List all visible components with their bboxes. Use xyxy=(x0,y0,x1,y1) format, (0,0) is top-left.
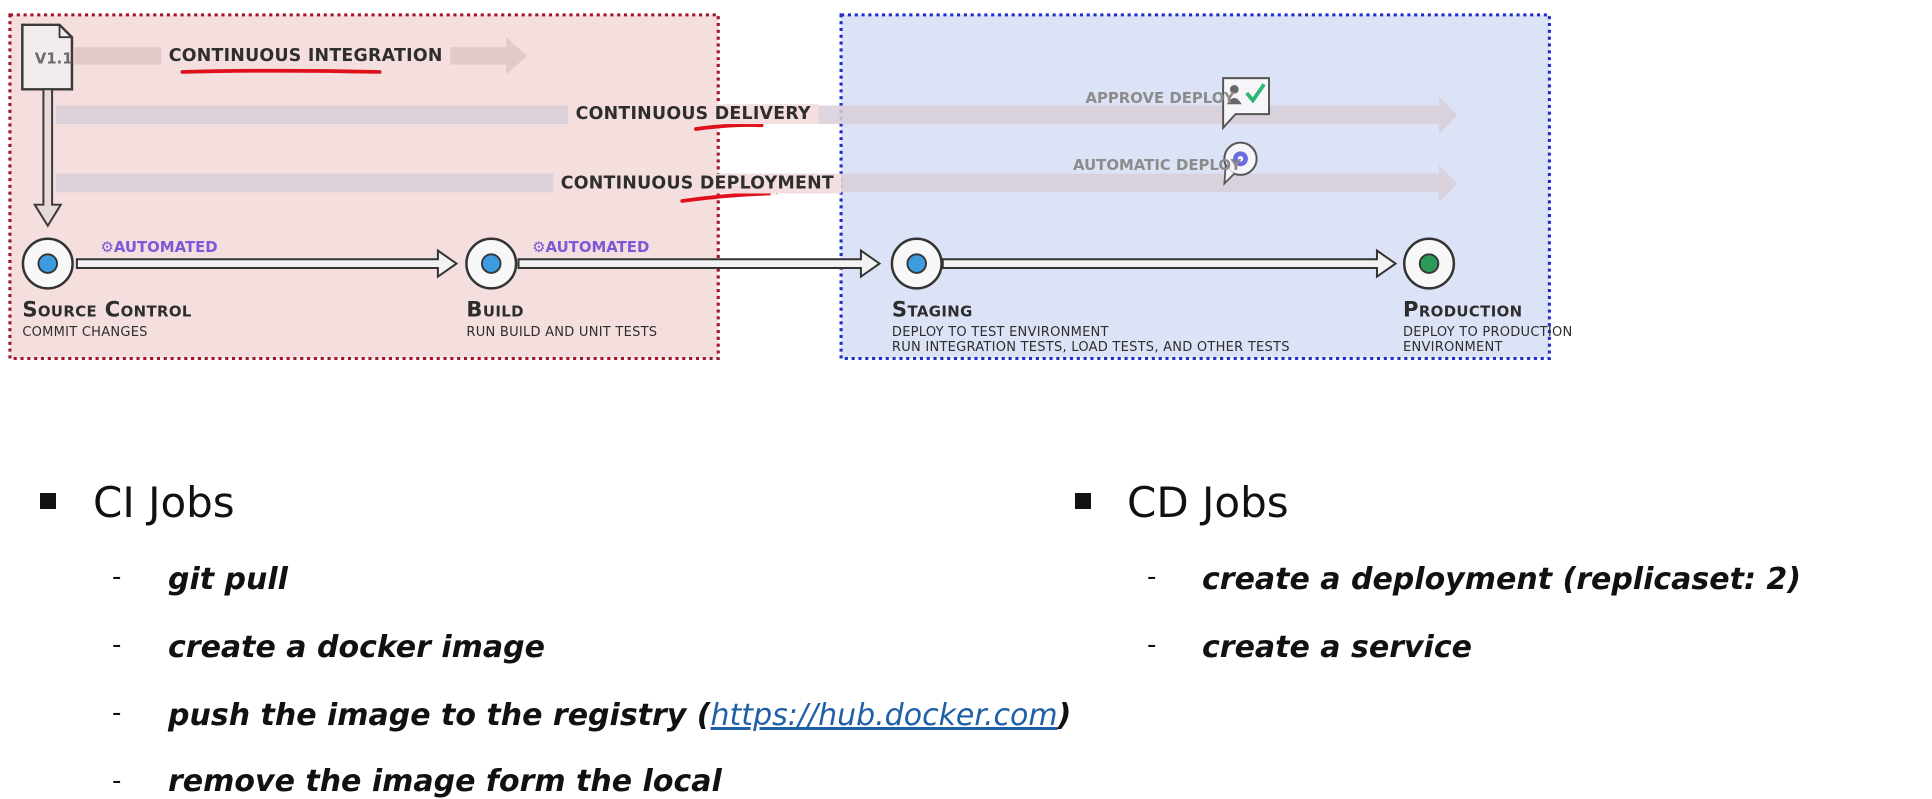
node-production xyxy=(1403,237,1456,290)
stage-staging-name: Staging xyxy=(891,297,973,323)
stage-production-desc-1: DEPLOY TO PRODUCTION xyxy=(1403,325,1573,340)
annotation-delivery xyxy=(694,123,764,131)
automated-label-source: ⚙AUTOMATED xyxy=(100,238,218,256)
approve-deploy-icon xyxy=(1222,77,1271,131)
annotation-ci xyxy=(180,68,382,74)
ci-job-item-registry: push the image to the registry (https://… xyxy=(168,698,1071,733)
ci-job-item: create a docker image xyxy=(168,630,545,665)
ci-job-text-suffix: ) xyxy=(1057,698,1072,733)
stage-source-control-desc: COMMIT CHANGES xyxy=(22,325,148,340)
automated-label-build: ⚙AUTOMATED xyxy=(532,238,650,256)
cd-job-item: create a deployment (replicaset: 2) xyxy=(1202,562,1801,597)
cd-jobs-heading: CD Jobs xyxy=(1127,478,1289,527)
arrow-source-build xyxy=(75,248,459,279)
ci-pipeline-label: CONTINUOUS INTEGRATION xyxy=(161,45,451,66)
approve-deploy-label: APPROVE DEPLOY xyxy=(1085,89,1235,107)
stage-staging-desc-2: RUN INTEGRATION TESTS, LOAD TESTS, AND O… xyxy=(891,339,1290,355)
node-build xyxy=(465,237,518,290)
delivery-pipeline-label: CONTINUOUS DELIVERY xyxy=(568,104,819,125)
annotation-deployment xyxy=(680,191,771,203)
automatic-deploy-label: AUTOMATIC DEPLOY xyxy=(1073,156,1242,174)
cd-jobs-bullet xyxy=(1075,493,1091,509)
ci-cd-pipeline-diagram: V1.1 CONTINUOUS INTEGRATION CONTINUOUS D… xyxy=(8,13,1573,361)
node-source-control xyxy=(21,237,74,290)
automatic-deploy-icon xyxy=(1223,141,1258,186)
stage-source-control-name: Source Control xyxy=(22,297,192,323)
ci-dash-3: - xyxy=(112,698,122,728)
arrow-staging-production xyxy=(941,248,1398,279)
ci-job-item: git pull xyxy=(168,562,288,597)
ci-jobs-bullet xyxy=(40,493,56,509)
ci-dash-2: - xyxy=(112,630,122,660)
stage-build-name: Build xyxy=(466,297,524,323)
version-file-icon xyxy=(21,23,74,91)
stage-build-desc: RUN BUILD AND UNIT TESTS xyxy=(466,325,658,340)
ci-dash-1: - xyxy=(112,562,122,592)
stage-staging-desc-1: DEPLOY TO TEST ENVIRONMENT xyxy=(891,325,1109,340)
version-tag: V1.1 xyxy=(34,49,73,67)
node-staging xyxy=(890,237,943,290)
down-arrow xyxy=(32,88,63,228)
ci-job-text: push the image to the registry ( xyxy=(168,698,711,733)
docker-hub-link[interactable]: https://hub.docker.com xyxy=(710,698,1058,733)
arrow-build-staging xyxy=(517,248,882,279)
stage-production-desc-2: ENVIRONMENT xyxy=(1403,339,1503,355)
stage-production-name: Production xyxy=(1403,297,1523,323)
cd-dash-2: - xyxy=(1147,630,1157,660)
ci-jobs-heading: CI Jobs xyxy=(93,478,235,527)
ci-dash-4: - xyxy=(112,766,122,796)
deployment-pipeline-label: CONTINUOUS DEPLOYMENT xyxy=(553,173,842,194)
cd-dash-1: - xyxy=(1147,562,1157,592)
ci-job-item: remove the image form the local xyxy=(168,764,722,799)
cd-job-item: create a service xyxy=(1202,630,1472,665)
